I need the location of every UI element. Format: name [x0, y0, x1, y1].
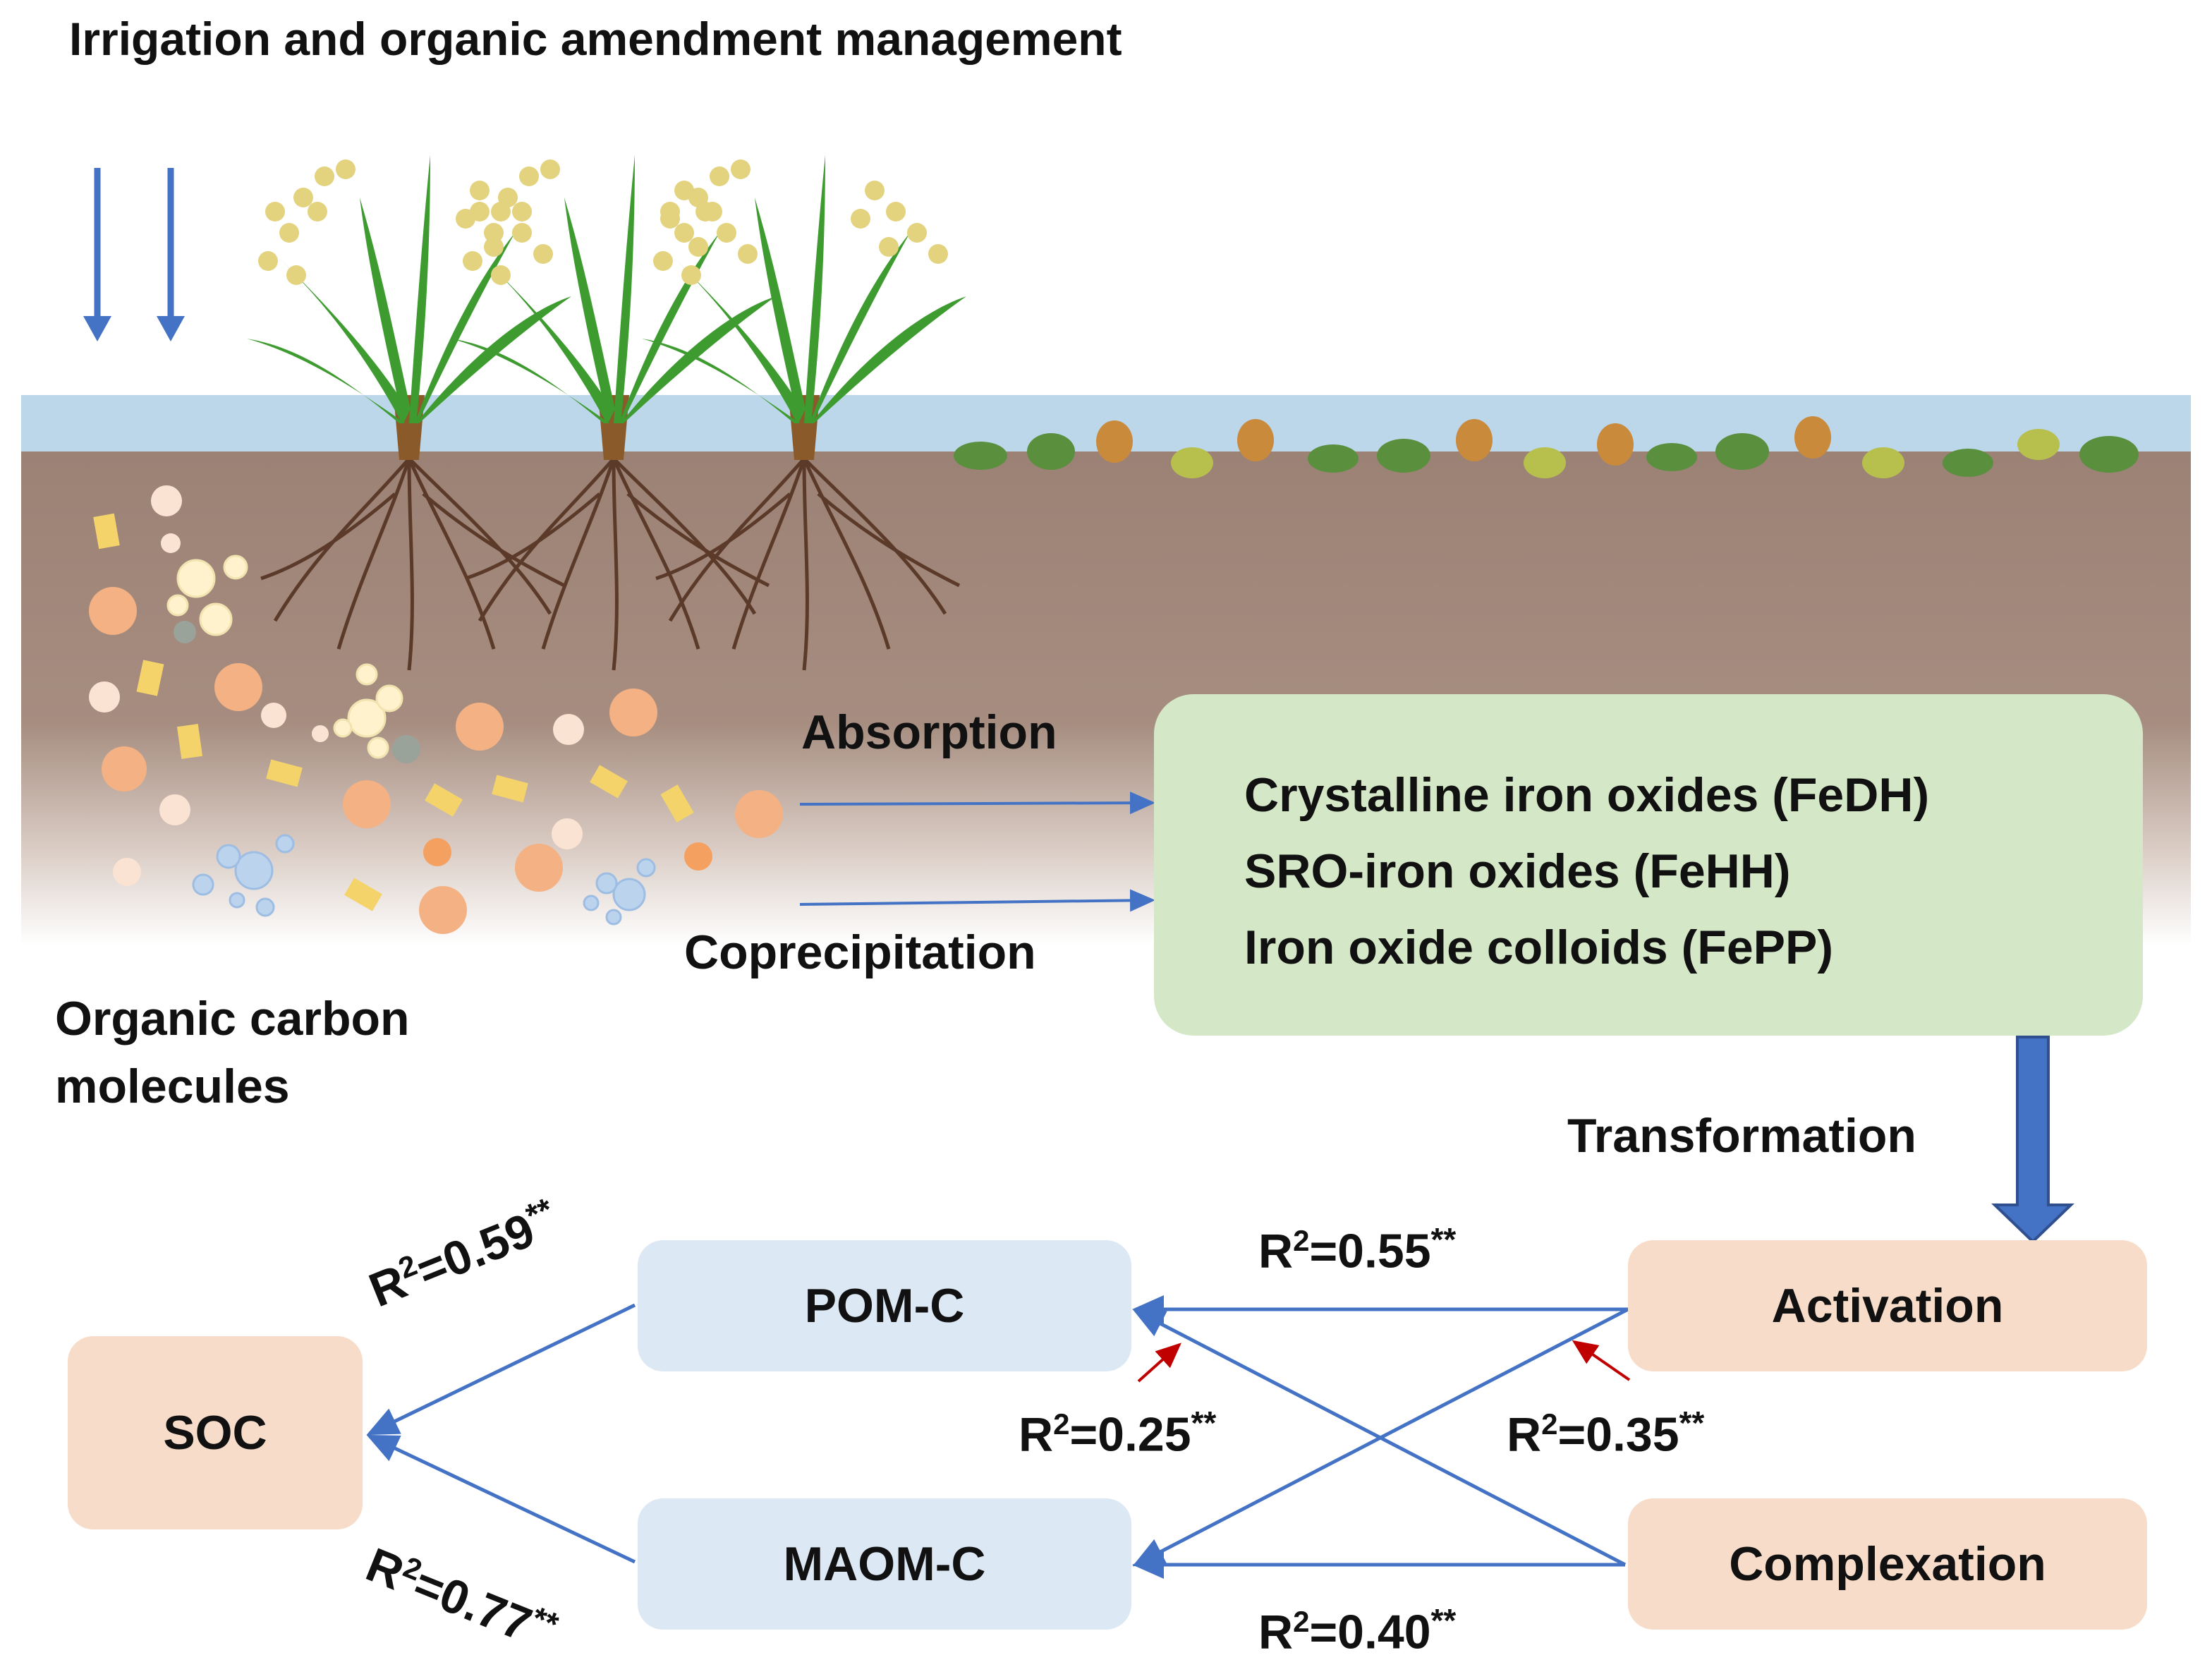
- stat-right-mid: R2=0.35**: [1507, 1405, 1705, 1462]
- iron-oxides-box: Crystalline iron oxides (FeDH) SRO-iron …: [1154, 694, 2143, 1036]
- network-arrows: [366, 1295, 1629, 1579]
- iron-oxide-crystalline: Crystalline iron oxides (FeDH): [1244, 768, 1930, 822]
- label-coprecipitation: Coprecipitation: [684, 926, 1036, 979]
- figure-title: Irrigation and organic amendment managem…: [69, 13, 1122, 65]
- label-organic-carbon-line2: molecules: [55, 1060, 290, 1113]
- moderation-arrows: [1137, 1340, 1631, 1383]
- iron-oxide-sro: SRO-iron oxides (FeHH): [1244, 844, 1791, 898]
- iron-oxide-colloids: Iron oxide colloids (FePP): [1244, 921, 1833, 974]
- node-maom-c: MAOM-C: [638, 1498, 1131, 1630]
- node-pom-c: POM-C: [638, 1240, 1131, 1371]
- transformation-arrow: [1991, 1036, 2074, 1244]
- node-soc: SOC: [68, 1336, 363, 1529]
- stat-activation-pom: R2=0.55**: [1258, 1221, 1457, 1278]
- organic-carbon-molecules: [89, 485, 783, 934]
- stat-left-mid: R2=0.25**: [1019, 1405, 1217, 1462]
- node-activation: Activation: [1628, 1240, 2147, 1371]
- rice-plants: [247, 155, 966, 671]
- label-organic-carbon-line1: Organic carbon: [55, 992, 410, 1045]
- label-absorption: Absorption: [801, 705, 1057, 759]
- organic-amendment-leaves: [954, 416, 2139, 478]
- node-complexation: Complexation: [1628, 1498, 2147, 1630]
- irrigation-arrows: [83, 168, 185, 341]
- label-transformation: Transformation: [1567, 1109, 1916, 1163]
- sorption-arrows: [799, 792, 1155, 912]
- stat-complexation-maom: R2=0.40**: [1258, 1602, 1457, 1659]
